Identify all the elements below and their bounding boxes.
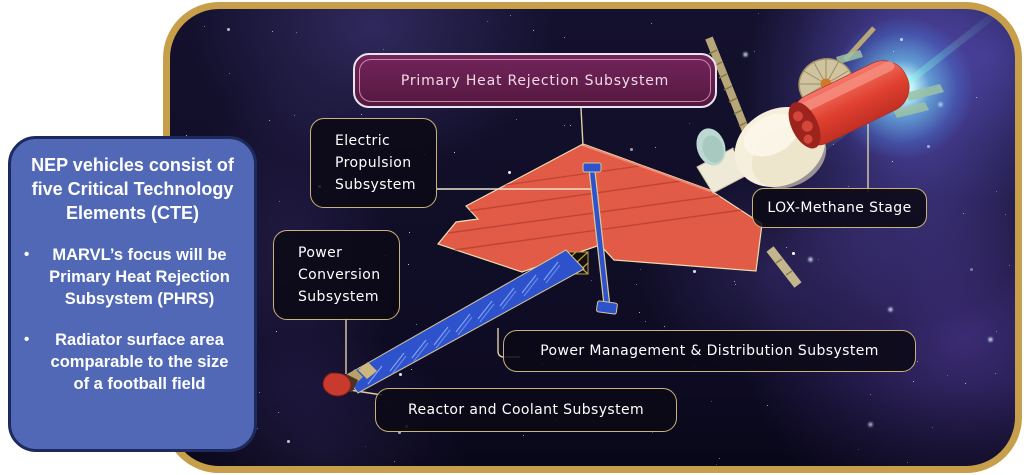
label-lox-methane: LOX-Methane Stage bbox=[752, 188, 927, 228]
info-bullet-2: • Radiator surface area comparable to th… bbox=[21, 330, 244, 396]
info-panel-title: NEP vehicles consist of five Critical Te… bbox=[31, 155, 234, 223]
radiator-panels bbox=[436, 143, 763, 273]
lox-methane-stage-cylinder bbox=[788, 60, 910, 149]
label-power-management: Power Management & Distribution Subsyste… bbox=[503, 330, 916, 372]
info-bullet-1-text: MARVL’s focus will be Primary Heat Rejec… bbox=[49, 245, 230, 308]
info-panel: NEP vehicles consist of five Critical Te… bbox=[8, 136, 257, 452]
antenna-mast bbox=[582, 162, 618, 315]
label-power-conversion-text: Power Conversion Subsystem bbox=[298, 244, 381, 306]
truss-boom bbox=[344, 249, 585, 394]
label-electric-propulsion: Electric Propulsion Subsystem bbox=[310, 118, 437, 208]
lower-boom bbox=[766, 246, 802, 288]
bullet-dot-icon: • bbox=[24, 330, 30, 348]
label-electric-propulsion-text: Electric Propulsion Subsystem bbox=[335, 132, 416, 194]
info-bullet-1: • MARVL’s focus will be Primary Heat Rej… bbox=[21, 245, 244, 311]
label-primary-heat-rejection-text: Primary Heat Rejection Subsystem bbox=[400, 72, 670, 89]
label-power-conversion: Power Conversion Subsystem bbox=[273, 230, 400, 320]
connector-phrs bbox=[580, 107, 584, 147]
info-bullet-2-text: Radiator surface area comparable to the … bbox=[50, 330, 229, 393]
reactor-tip bbox=[322, 372, 358, 397]
bullet-dot-icon: • bbox=[24, 245, 30, 263]
label-power-management-text: Power Management & Distribution Subsyste… bbox=[540, 343, 879, 359]
label-reactor-coolant: Reactor and Coolant Subsystem bbox=[375, 388, 677, 432]
radiator-fins bbox=[836, 50, 944, 118]
label-reactor-coolant-text: Reactor and Coolant Subsystem bbox=[407, 402, 645, 418]
label-primary-heat-rejection: Primary Heat Rejection Subsystem bbox=[353, 53, 717, 108]
label-lox-methane-text: LOX-Methane Stage bbox=[767, 200, 912, 216]
